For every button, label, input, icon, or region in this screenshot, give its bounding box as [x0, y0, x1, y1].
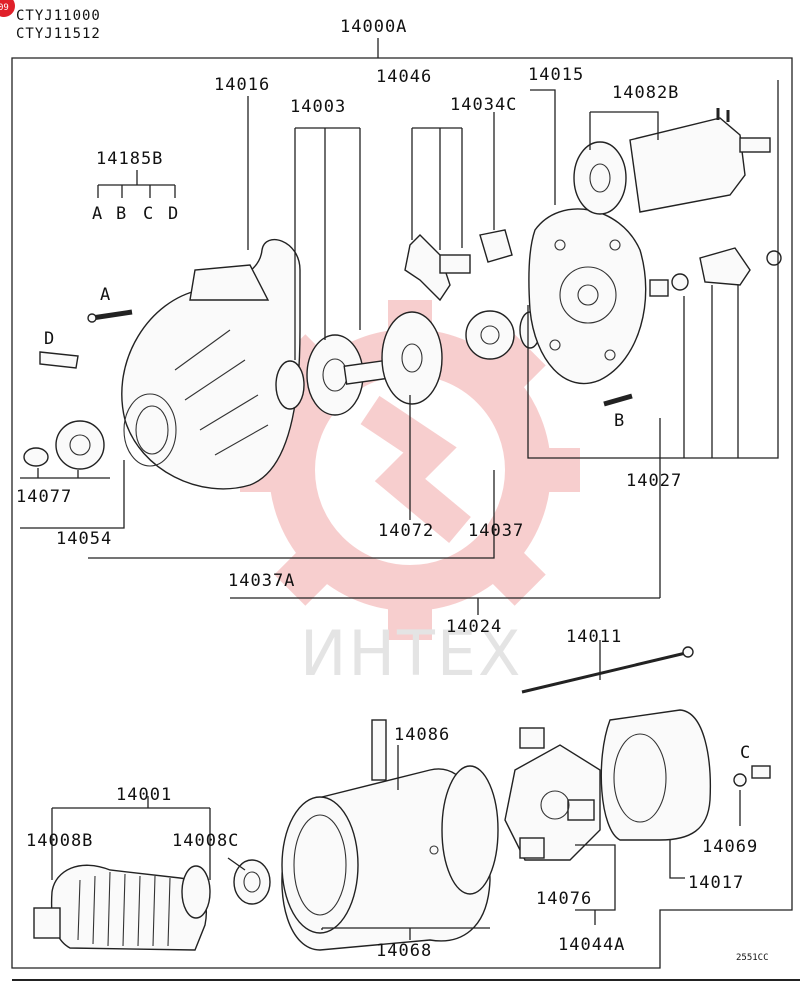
label-14003: 14003: [290, 97, 346, 117]
label-14054: 14054: [56, 529, 112, 549]
catalog-code-2: CTYJ11512: [16, 26, 101, 42]
assembly-frame: [11, 57, 793, 969]
label-14072: 14072: [378, 521, 434, 541]
label-14008c: 14008C: [172, 831, 239, 851]
label-14001: 14001: [116, 785, 172, 805]
marker-d: D: [44, 329, 55, 349]
label-14017: 14017: [688, 873, 744, 893]
label-14008b: 14008B: [26, 831, 93, 851]
label-14037: 14037: [468, 521, 524, 541]
label-14034c: 14034C: [450, 95, 517, 115]
solenoid-switch-drawing: [573, 108, 771, 215]
shift-lever-drawing: [404, 229, 513, 302]
label-14069: 14069: [702, 837, 758, 857]
bolt-b-drawing: [603, 393, 633, 407]
figure-code: 2551CC: [736, 953, 769, 963]
yoke-drawing: [281, 719, 499, 951]
label-sub-d: D: [168, 204, 179, 224]
label-14016: 14016: [214, 75, 270, 95]
label-14068: 14068: [376, 941, 432, 961]
part-labels: 14016 14003 14046 14034C 14015 14082B 14…: [16, 65, 769, 963]
marker-a: A: [100, 285, 111, 305]
label-14024: 14024: [446, 617, 502, 637]
marker-c: C: [740, 743, 751, 763]
lower-leader-lines: [51, 640, 741, 940]
marker-b: B: [614, 411, 625, 431]
bolt-a-drawing: [87, 309, 133, 323]
upper-leader-lines: [20, 80, 779, 615]
label-14086: 14086: [394, 725, 450, 745]
catalog-code-1: CTYJ11000: [16, 8, 101, 24]
pinion-gear-drawing: [23, 420, 105, 470]
label-14015: 14015: [528, 65, 584, 85]
label-14011: 14011: [566, 627, 622, 647]
drive-housing-drawing: [121, 239, 301, 490]
label-sub-a: A: [92, 204, 103, 224]
clutch-assembly-drawing: [275, 311, 443, 416]
watermark-text: ИНТЕХ: [300, 617, 523, 690]
label-14046: 14046: [376, 67, 432, 87]
label-14185b: 14185B: [96, 149, 163, 169]
label-14076: 14076: [536, 889, 592, 909]
label-sub-c: C: [143, 204, 154, 224]
label-14044a: 14044A: [558, 935, 625, 955]
badge-text: 09: [0, 3, 9, 13]
label-14082b: 14082B: [612, 83, 679, 103]
end-frame-drawing: [600, 709, 771, 841]
label-14037a: 14037A: [228, 571, 295, 591]
through-bolt-drawing: [521, 646, 694, 694]
solenoid-hardware-drawing: [649, 247, 782, 297]
gear-housing-drawing: [528, 208, 647, 385]
label-14027: 14027: [626, 471, 682, 491]
idler-gear-drawing: [465, 310, 541, 360]
assembly-number: 14000A: [340, 17, 407, 37]
bracket-d-drawing: [39, 351, 79, 369]
label-sub-b: B: [116, 204, 127, 224]
armature-drawing: [33, 864, 211, 951]
brush-holder-drawing: [504, 727, 601, 861]
bearing-drawing: [233, 859, 271, 905]
label-14077: 14077: [16, 487, 72, 507]
corner-badge: 09: [0, 0, 15, 17]
